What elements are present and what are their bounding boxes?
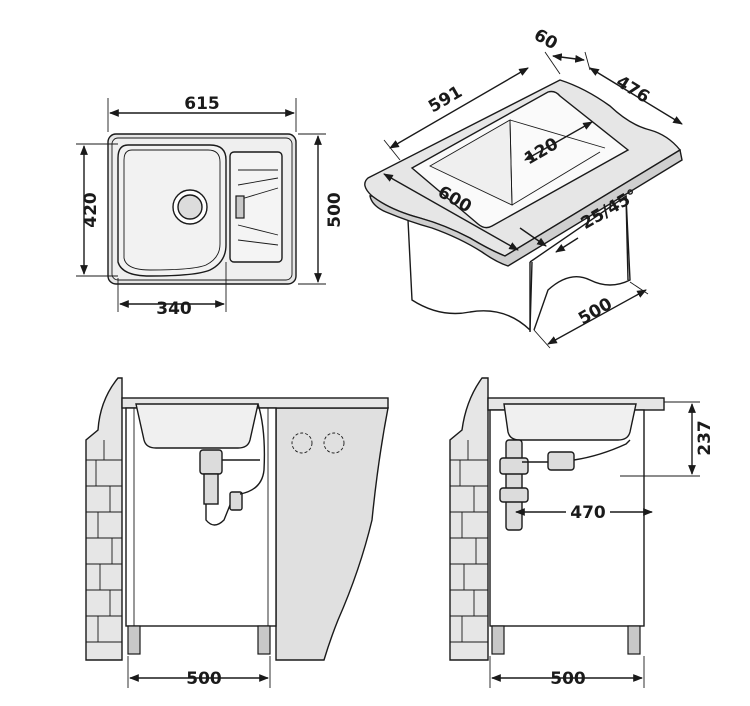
dim-side-470: 470 [570, 503, 606, 523]
front-wall [85, 377, 123, 661]
dim-top-bowl: 340 [156, 299, 192, 319]
side-wall [449, 377, 489, 661]
front-outlet-1 [291, 432, 313, 454]
dim-iso-591: 591 [425, 82, 466, 117]
iso-view: 60 476 591 120 600 25/45° 500 [364, 25, 683, 349]
iso-cabinet [407, 194, 631, 332]
dim-iso-60: 60 [530, 25, 561, 54]
front-outlet-2 [323, 432, 345, 454]
dim-side-500: 500 [550, 669, 586, 689]
side-view: 237 470 500 [449, 377, 715, 689]
dim-top-depth: 500 [325, 192, 345, 228]
dim-side-237: 237 [695, 420, 715, 456]
dim-front-500: 500 [186, 669, 222, 689]
side-sink [503, 403, 637, 441]
dim-top-height: 420 [81, 192, 101, 228]
dim-iso-500: 500 [575, 294, 616, 329]
top-view: 615 420 500 340 [76, 94, 345, 319]
front-view: 500 [85, 377, 389, 689]
dim-top-width: 615 [184, 94, 220, 114]
front-sink [135, 403, 259, 449]
top-bowl [117, 144, 227, 277]
front-trap [199, 403, 266, 526]
side-trap [499, 439, 631, 531]
